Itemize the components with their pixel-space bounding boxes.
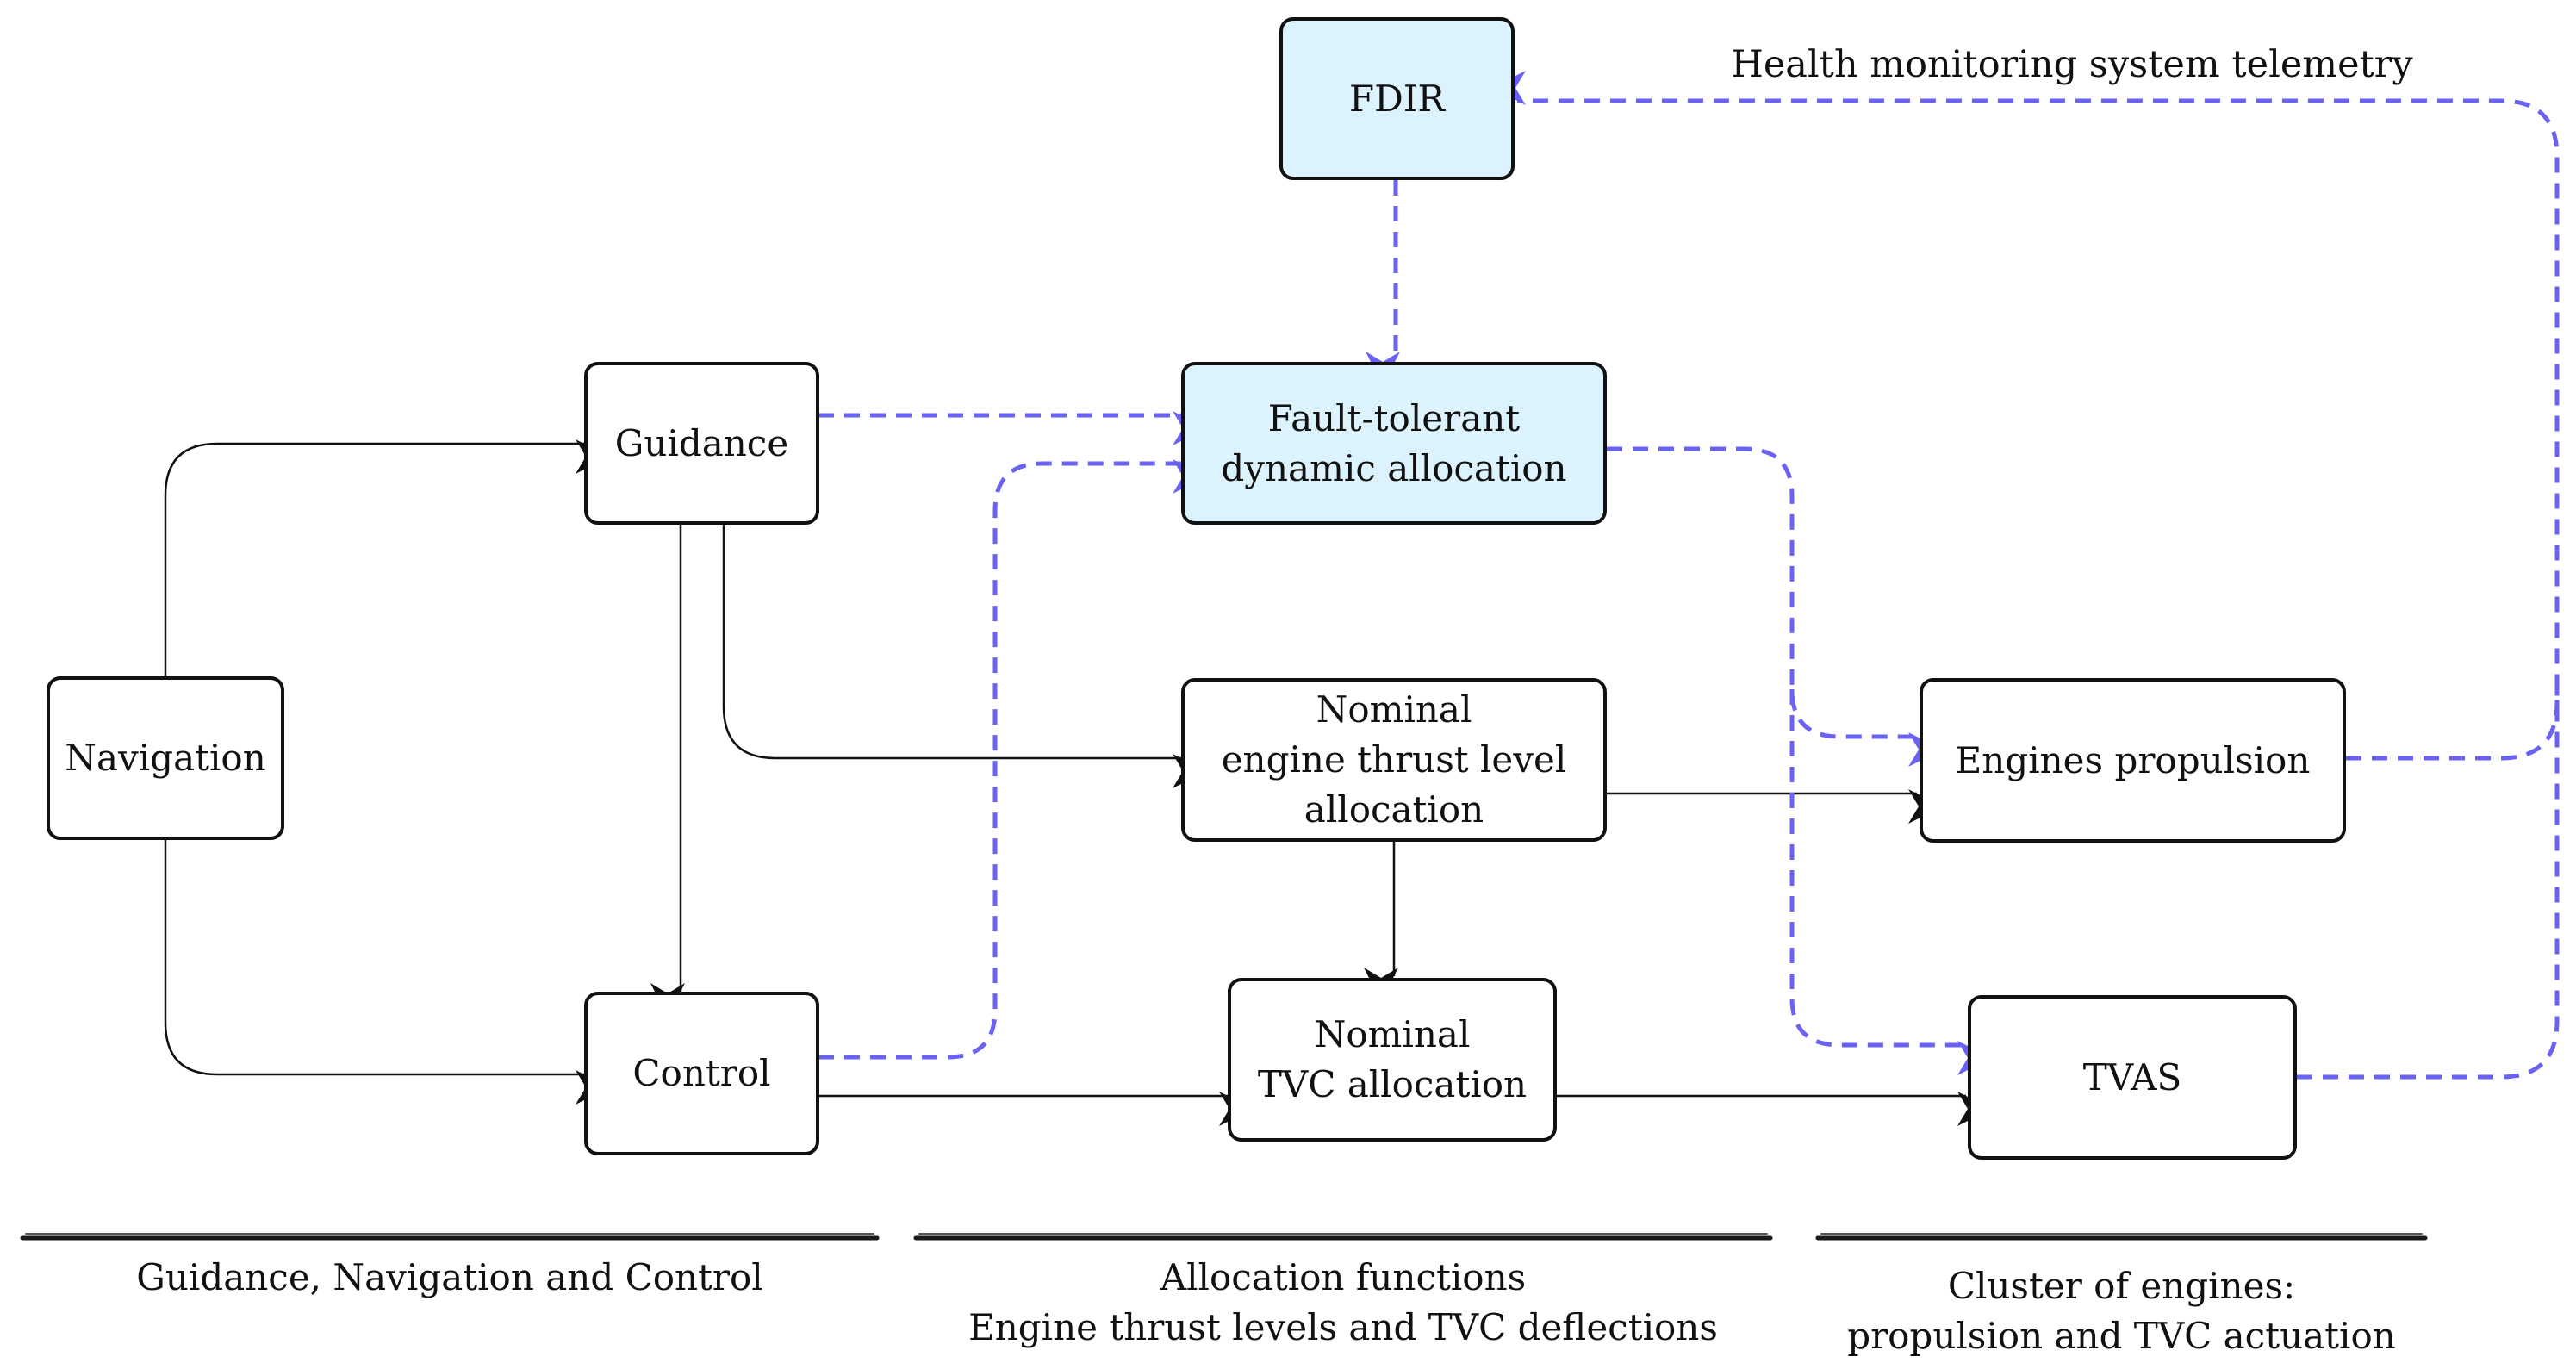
fdir-node: FDIR [1279, 17, 1515, 180]
nominal-tvc-allocation-node: Nominal TVC allocation [1228, 978, 1557, 1142]
allocation-section-caption-line-1: Allocation functions [1160, 1256, 1527, 1298]
guidance-node: Guidance [584, 362, 819, 525]
control-to-fault-tolerant-arrow [818, 459, 1207, 1060]
engines-propulsion-node: Engines propulsion [1920, 678, 2346, 843]
guidance-to-nominal-thrust-arrow [722, 525, 1207, 788]
nominal-thrust-label-line-3: allocation [1304, 788, 1484, 831]
engines-section-caption: Cluster of engines: propulsion and TVC a… [1818, 1261, 2425, 1361]
engines-section-caption-line-1: Cluster of engines: [1947, 1265, 2296, 1307]
fault-tolerant-label-line-2: dynamic allocation [1221, 446, 1567, 489]
navigation-to-guidance-arrow [164, 439, 610, 676]
guidance-label: Guidance [614, 421, 789, 464]
navigation-label: Navigation [65, 737, 266, 779]
tvas-label: TVAS [2082, 1055, 2182, 1098]
nominal-tvc-label-line-2: TVC allocation [1257, 1063, 1528, 1105]
navigation-to-control-arrow [164, 840, 610, 1105]
tvas-node: TVAS [1968, 995, 2297, 1160]
nominal-thrust-allocation-node: Nominal engine thrust level allocation [1181, 678, 1607, 842]
fault-tolerant-to-tvas-arrow [1789, 689, 1992, 1075]
engines-section-caption-line-2: propulsion and TVC actuation [1847, 1315, 2396, 1357]
control-node: Control [584, 992, 819, 1155]
fault-tolerant-label-line-1: Fault-tolerant [1267, 396, 1521, 439]
navigation-node: Navigation [47, 676, 284, 840]
gnc-section-caption: Guidance, Navigation and Control [22, 1253, 877, 1303]
nominal-tvc-label-line-1: Nominal [1314, 1013, 1471, 1055]
allocation-section-caption: Allocation functions Engine thrust level… [916, 1253, 1770, 1353]
gnc-section-caption-line-1: Guidance, Navigation and Control [136, 1256, 763, 1298]
control-label: Control [632, 1052, 771, 1094]
fault-tolerant-allocation-node: Fault-tolerant dynamic allocation [1181, 362, 1607, 525]
engines-telemetry-path [1491, 71, 2560, 761]
nominal-thrust-label-line-2: engine thrust level [1221, 738, 1567, 781]
tvas-telemetry-path [2297, 689, 2560, 1080]
allocation-section-caption-line-2: Engine thrust levels and TVC deflections [968, 1306, 1718, 1348]
health-telemetry-label: Health monitoring system telemetry [1731, 43, 2413, 86]
fdir-label: FDIR [1348, 77, 1446, 120]
nominal-thrust-label-line-1: Nominal [1316, 688, 1472, 731]
engines-propulsion-label: Engines propulsion [1955, 738, 2311, 781]
fault-tolerant-to-engines-arrow [1607, 446, 1943, 767]
